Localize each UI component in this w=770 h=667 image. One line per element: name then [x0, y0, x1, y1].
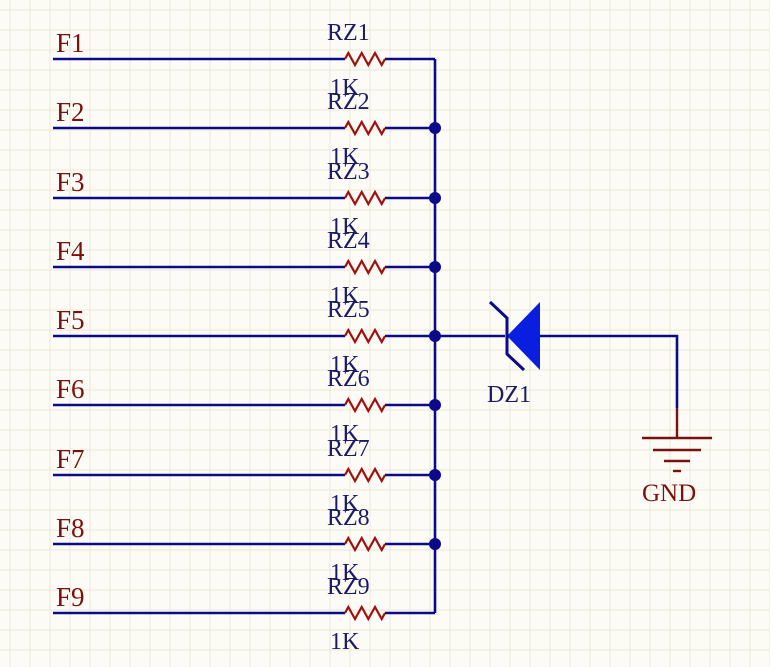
ground-symbol	[642, 408, 712, 473]
resistor-value: 1K	[330, 283, 360, 309]
resistor-row: F9 RZ9 1K	[53, 574, 435, 655]
zener-diode-body	[507, 302, 540, 370]
net-label: F4	[56, 236, 85, 266]
resistor-symbol[interactable]	[344, 604, 386, 622]
resistor-symbol[interactable]	[344, 119, 386, 137]
resistor-value: 1K	[330, 352, 360, 378]
resistor-row: F7 RZ7 1K	[53, 436, 441, 517]
resistor-designator: RZ4	[327, 228, 370, 254]
resistor-row: F3 RZ3 1K	[53, 159, 441, 240]
net-label: F9	[56, 582, 85, 612]
resistor-designator: RZ1	[327, 20, 370, 46]
ground-label: GND	[642, 480, 696, 507]
resistor-value: 1K	[330, 491, 360, 517]
net-label: F8	[56, 513, 85, 543]
resistor-row: F8 RZ8 1K	[53, 505, 441, 586]
resistor-value: 1K	[330, 421, 360, 447]
resistor-symbol[interactable]	[344, 327, 386, 345]
resistor-designator: RZ9	[327, 574, 370, 600]
resistor-symbol[interactable]	[344, 396, 386, 414]
net-label: F7	[56, 444, 85, 474]
zener-diode-cathode	[488, 300, 526, 372]
resistor-designator: RZ8	[327, 505, 370, 531]
net-label: F3	[56, 167, 85, 197]
resistor-value: 1K	[330, 629, 360, 655]
zener-diode[interactable]	[488, 300, 540, 372]
resistor-symbol[interactable]	[344, 50, 386, 68]
diode-to-ground-wire	[540, 334, 679, 408]
resistor-row: F2 RZ2 1K	[53, 89, 441, 170]
resistor-symbol[interactable]	[344, 535, 386, 553]
resistor-value: 1K	[330, 214, 360, 240]
resistor-designator: RZ2	[327, 89, 370, 115]
resistor-designator: RZ5	[327, 297, 370, 323]
diode-designator: DZ1	[487, 382, 531, 408]
net-label: F5	[56, 305, 85, 335]
resistor-symbol[interactable]	[344, 189, 386, 207]
resistor-row: F5 RZ5 1K	[53, 297, 441, 378]
resistor-row: F4 RZ4 1K	[53, 228, 441, 309]
resistor-value: 1K	[330, 560, 360, 586]
resistor-value: 1K	[330, 75, 360, 101]
resistor-symbol[interactable]	[344, 258, 386, 276]
resistor-designator: RZ3	[327, 159, 370, 185]
resistor-designator: RZ6	[327, 366, 370, 392]
net-label: F2	[56, 97, 85, 127]
resistor-row: F6 RZ6 1K	[53, 366, 441, 447]
resistor-value: 1K	[330, 144, 360, 170]
resistor-designator: RZ7	[327, 436, 370, 462]
net-label: F1	[56, 28, 85, 58]
resistor-row: F1 RZ1 1K	[53, 20, 435, 101]
resistor-symbol[interactable]	[344, 466, 386, 484]
net-label: F6	[56, 374, 85, 404]
